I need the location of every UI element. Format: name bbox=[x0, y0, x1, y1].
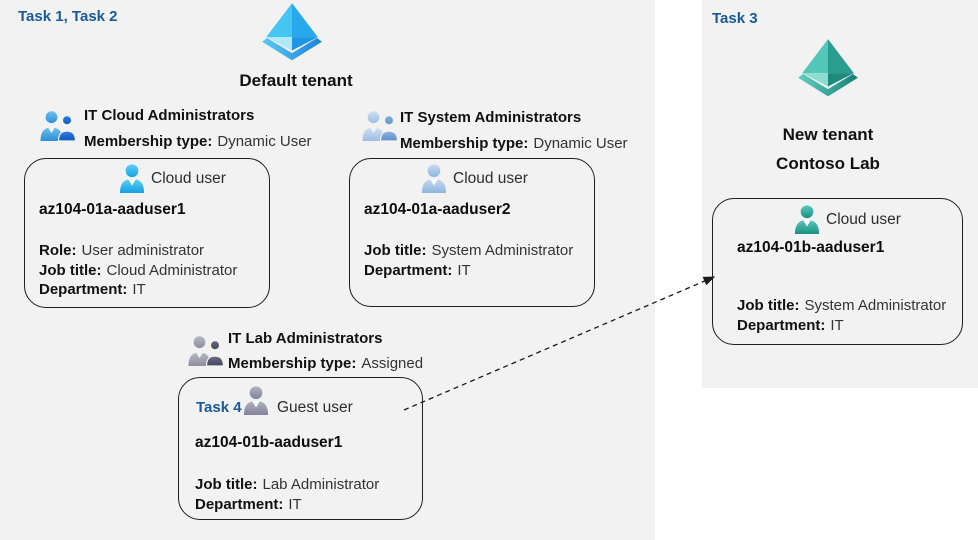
new-tenant-title-line2: Contoso Lab bbox=[776, 154, 880, 173]
group-membership-it-cloud-admins: Membership type:Dynamic User bbox=[84, 133, 312, 150]
group-title-it-lab-admins: IT Lab Administrators bbox=[228, 330, 383, 347]
user-field-role: Role:User administrator bbox=[39, 241, 204, 261]
field-label: Department: bbox=[737, 316, 826, 334]
user-field-job-title: Job title:Cloud Administrator bbox=[39, 261, 237, 281]
user-type-label: Cloud user bbox=[826, 211, 901, 228]
field-value: IT bbox=[132, 281, 146, 298]
task-1-2-label: Task 1, Task 2 bbox=[18, 8, 118, 25]
user-field-job-title: Job title:System Administrator bbox=[737, 296, 946, 316]
field-value: System Administrator bbox=[431, 242, 574, 259]
membership-type-value: Assigned bbox=[361, 355, 424, 372]
default-tenant-title: Default tenant bbox=[239, 71, 353, 90]
task-3-label: Task 3 bbox=[712, 10, 758, 27]
field-label: Department: bbox=[39, 281, 128, 298]
membership-type-label: Membership type: bbox=[228, 355, 357, 372]
group-icon-it-system-admins bbox=[362, 111, 399, 141]
cloud-user-icon bbox=[421, 164, 447, 193]
new-tenant-title-line1: New tenant bbox=[782, 125, 874, 144]
default-tenant-icon bbox=[259, 2, 325, 64]
user-name: az104-01b-aaduser1 bbox=[195, 434, 343, 451]
field-label: Job title: bbox=[364, 242, 427, 259]
field-value: IT bbox=[457, 261, 471, 279]
group-membership-it-system-admins: Membership type:Dynamic User bbox=[400, 135, 628, 152]
field-label: Department: bbox=[364, 261, 453, 279]
field-label: Job title: bbox=[39, 261, 102, 279]
user-card-aaduser2: Cloud user az104-01a-aaduser2 Job title:… bbox=[349, 158, 595, 307]
user-card-aaduser1: Cloud user az104-01a-aaduser1 Role:User … bbox=[24, 158, 270, 308]
user-field-job-title: Job title:Lab Administrator bbox=[195, 475, 379, 495]
user-field-department: Department:IT bbox=[737, 316, 844, 336]
default-tenant-panel bbox=[0, 0, 655, 540]
user-field-job-title: Job title:System Administrator bbox=[364, 241, 573, 261]
user-field-department: Department:IT bbox=[364, 261, 471, 281]
user-name: az104-01a-aaduser1 bbox=[39, 201, 186, 218]
field-label: Role: bbox=[39, 242, 77, 259]
membership-type-value: Dynamic User bbox=[533, 135, 628, 152]
field-value: Cloud Administrator bbox=[106, 261, 238, 279]
cloud-user-icon bbox=[794, 205, 820, 234]
group-icon-it-cloud-admins bbox=[40, 111, 77, 141]
user-name: az104-01a-aaduser2 bbox=[364, 201, 511, 218]
field-value: System Administrator bbox=[804, 297, 947, 314]
user-type-label: Cloud user bbox=[453, 170, 528, 187]
field-value: User administrator bbox=[81, 242, 205, 259]
user-card-aaduser1-new-tenant: Cloud user az104-01b-aaduser1 Job title:… bbox=[712, 198, 963, 345]
group-membership-it-lab-admins: Membership type:Assigned bbox=[228, 355, 423, 372]
user-type-label: Guest user bbox=[277, 399, 353, 416]
membership-type-value: Dynamic User bbox=[217, 133, 312, 150]
group-title-it-cloud-admins: IT Cloud Administrators bbox=[84, 107, 255, 124]
guest-user-card-aaduser1: Task 4 Guest user az104-01b-aaduser1 Job… bbox=[178, 377, 423, 520]
field-value: IT bbox=[288, 495, 302, 513]
field-label: Department: bbox=[195, 495, 284, 513]
user-field-department: Department:IT bbox=[39, 280, 146, 300]
field-label: Job title: bbox=[195, 476, 258, 493]
membership-type-label: Membership type: bbox=[400, 135, 529, 152]
field-label: Job title: bbox=[737, 297, 800, 314]
guest-user-icon bbox=[243, 386, 269, 415]
field-value: IT bbox=[830, 316, 844, 334]
group-icon-it-lab-admins bbox=[188, 336, 225, 366]
cloud-user-icon bbox=[119, 164, 145, 193]
new-tenant-icon bbox=[795, 38, 861, 100]
task-4-label: Task 4 bbox=[196, 399, 242, 416]
user-type-label: Cloud user bbox=[151, 170, 226, 187]
field-value: Lab Administrator bbox=[262, 476, 380, 493]
user-name: az104-01b-aaduser1 bbox=[737, 239, 885, 256]
membership-type-label: Membership type: bbox=[84, 133, 213, 150]
group-title-it-system-admins: IT System Administrators bbox=[400, 109, 582, 126]
user-field-department: Department:IT bbox=[195, 495, 302, 515]
